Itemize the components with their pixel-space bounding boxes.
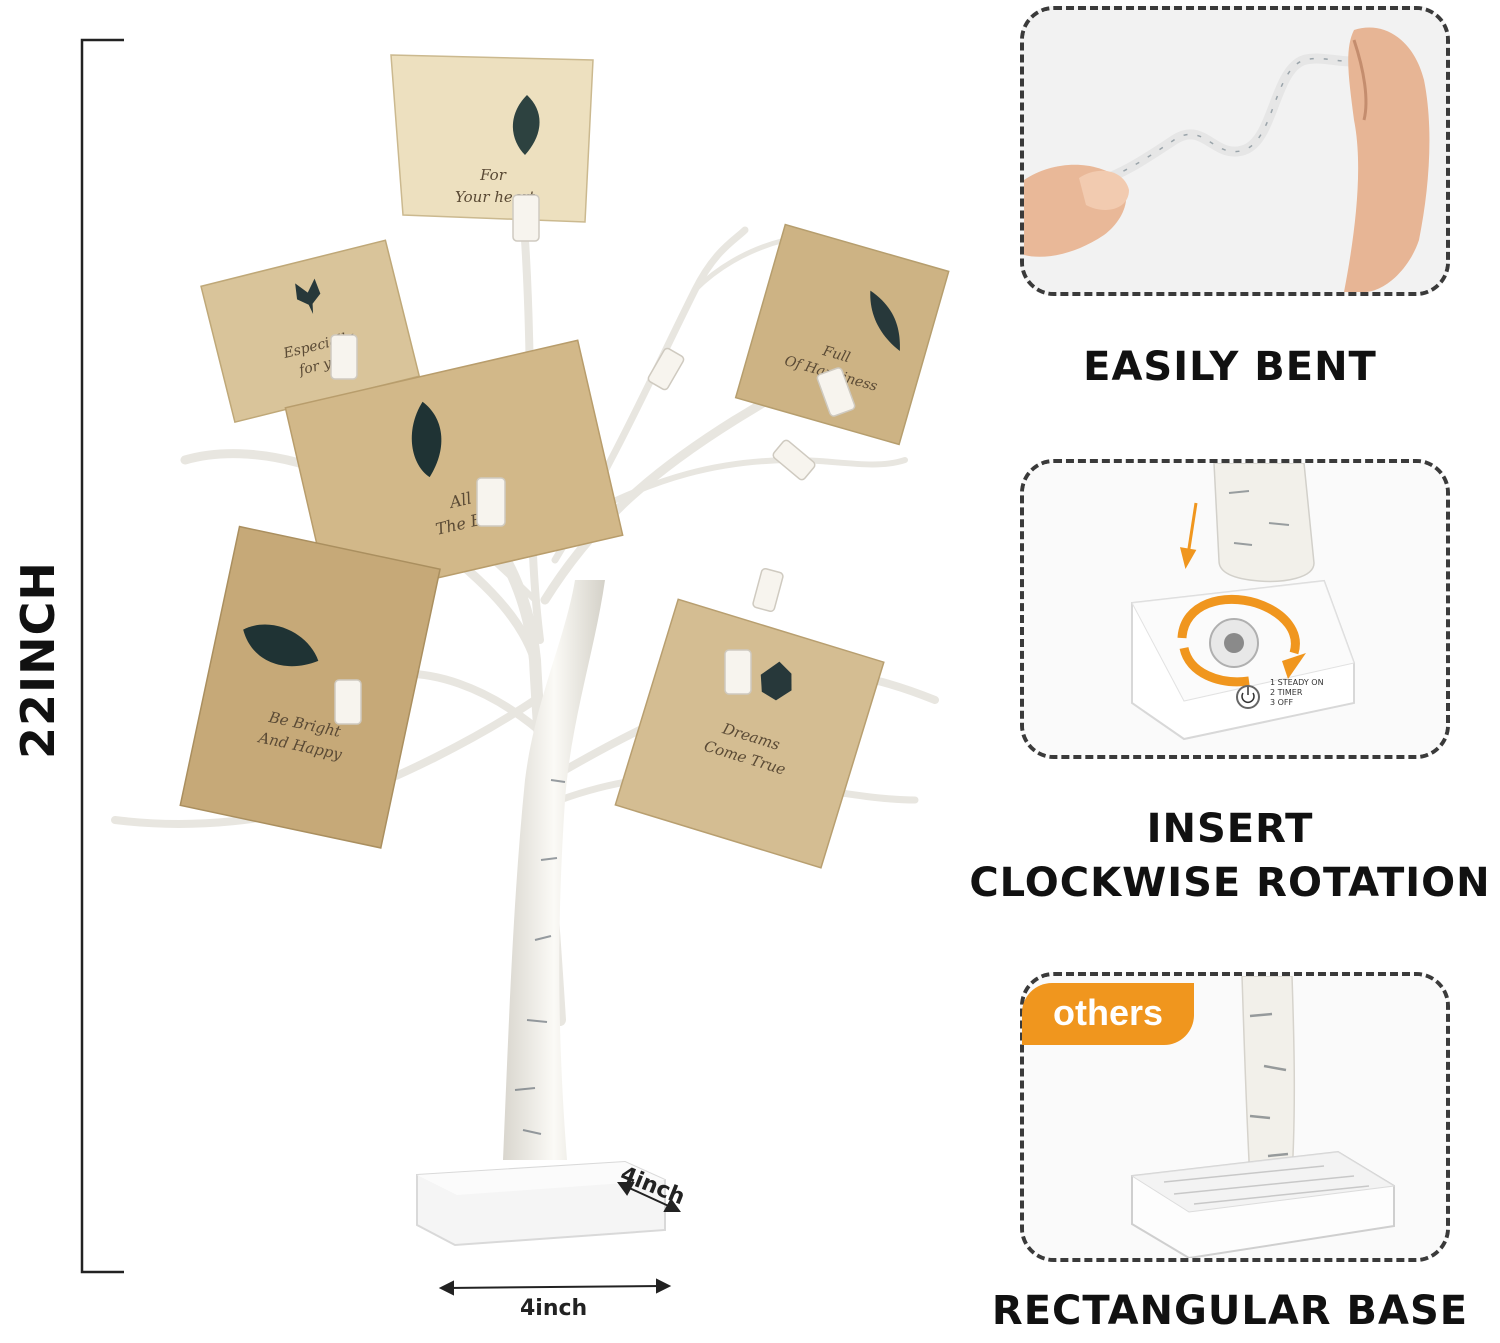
others-badge: others — [1022, 983, 1194, 1045]
leaf-icon — [870, 290, 900, 352]
leaf-icon — [243, 624, 319, 667]
insert-photo: 1 STEADY ON 2 TIMER 3 OFF — [1024, 463, 1446, 755]
insert-caption-line2: CLOCKWISE ROTATION — [969, 860, 1491, 906]
height-dimension-bracket — [80, 38, 124, 1274]
leaf-icon — [411, 401, 442, 478]
down-arrow-icon — [1179, 502, 1198, 569]
card-dreams-come-true: Dreams Come True — [614, 598, 885, 869]
leaf-icon — [760, 661, 792, 701]
leaf-icon — [295, 278, 321, 314]
trunk — [503, 580, 605, 1160]
svg-text:For: For — [479, 166, 507, 184]
power-icon — [1236, 685, 1260, 709]
birch-tree-photo: For Your heart Especially for you Full O… — [111, 54, 950, 1296]
tree-base — [416, 1160, 666, 1247]
insert-caption: INSERT CLOCKWISE ROTATION — [960, 802, 1500, 910]
svg-text:2 TIMER: 2 TIMER — [1270, 688, 1303, 697]
card-for-your-heart: For Your heart — [390, 54, 594, 223]
depth-arrow — [617, 1182, 681, 1212]
height-label: 22INCH — [11, 561, 65, 759]
insert-rotation-panel: 1 STEADY ON 2 TIMER 3 OFF — [1020, 459, 1450, 759]
bent-wire-photo — [1024, 10, 1446, 292]
width-label: 4inch — [520, 1296, 588, 1321]
clips — [330, 194, 856, 725]
svg-text:All: All — [446, 489, 473, 513]
svg-text:3 OFF: 3 OFF — [1270, 698, 1294, 707]
insert-caption-line1: INSERT — [1146, 806, 1314, 852]
leaf-icon — [512, 95, 540, 155]
rotation-arrow-icon — [1177, 594, 1306, 687]
easily-bent-caption: EASILY BENT — [1083, 344, 1377, 390]
width-arrow — [438, 1278, 672, 1296]
card-be-bright-and-happy: Be Bright And Happy — [179, 525, 441, 849]
svg-text:Full: Full — [820, 343, 852, 366]
easily-bent-panel — [1020, 6, 1450, 296]
svg-text:1 STEADY ON: 1 STEADY ON — [1270, 678, 1324, 687]
rectangular-base-caption: RECTANGULAR BASE — [991, 1288, 1469, 1334]
